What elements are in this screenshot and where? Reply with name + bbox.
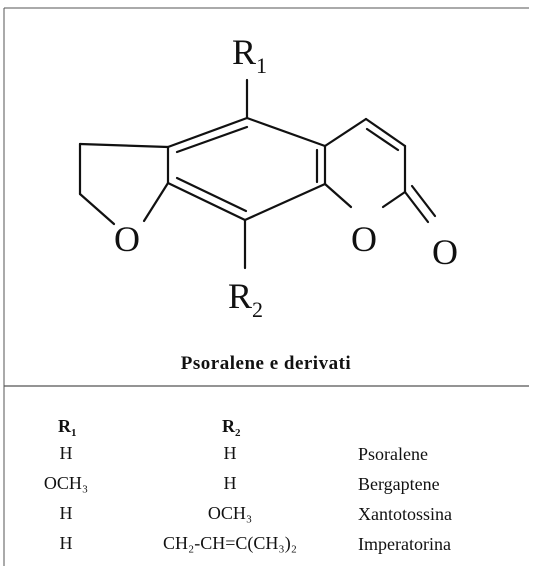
table-row: H CH₂-CH=C(CH₃)₂ Imperatorina <box>60 533 451 554</box>
table-row: OCH₃ H Bergaptene <box>44 473 440 494</box>
table-row: H H Psoralene <box>60 443 428 464</box>
header-r1: R1 <box>58 416 77 439</box>
row-compound-name: Bergaptene <box>358 474 440 494</box>
pyranone-oxygen-label: O <box>351 219 377 259</box>
bond-c8-c7-inner <box>175 176 248 213</box>
row-r1-cell: OCH₃ <box>44 473 88 493</box>
row-r2-cell: H <box>224 443 237 463</box>
bond-c8-c7 <box>166 181 247 222</box>
bond-c4-c3 <box>364 117 407 148</box>
bond-c2-o1 <box>381 190 407 209</box>
bond-furan-top <box>78 142 170 149</box>
row-r1-cell: H <box>60 443 73 463</box>
bond-c4a-c4 <box>323 117 368 148</box>
bond-carbonyl-a <box>403 190 430 224</box>
bond-o1-c8a <box>323 182 353 209</box>
bond-c4-c3-inner <box>365 127 400 152</box>
molecule-bonds <box>78 78 437 270</box>
bond-c4-c4a <box>245 116 327 148</box>
header-r2: R2 <box>222 416 241 439</box>
row-compound-name: Imperatorina <box>358 534 451 554</box>
row-compound-name: Xantotossina <box>358 504 452 524</box>
figure-caption: Psoralene e derivati <box>181 353 351 374</box>
row-r2-cell: OCH₃ <box>208 503 252 523</box>
row-compound-name: Psoralene <box>358 444 428 464</box>
row-r2-cell: H <box>224 473 237 493</box>
bond-furan-left-o <box>78 192 116 226</box>
r2-label: R2 <box>228 276 263 322</box>
row-r1-cell: H <box>60 533 73 553</box>
bond-c8a-c8 <box>243 182 327 222</box>
bond-c6-c5 <box>166 116 249 149</box>
row-r1-cell: H <box>60 503 73 523</box>
table-row: H OCH₃ Xantotossina <box>60 503 453 524</box>
row-r2-cell: CH₂-CH=C(CH₃)₂ <box>163 533 297 554</box>
bond-furan-o-c7 <box>142 181 170 223</box>
r1-label: R1 <box>232 32 267 78</box>
furan-oxygen-label: O <box>114 219 140 259</box>
bond-c6-c5-inner <box>175 125 249 154</box>
bond-carbonyl-b <box>410 184 437 218</box>
carbonyl-oxygen-label: O <box>432 232 458 272</box>
